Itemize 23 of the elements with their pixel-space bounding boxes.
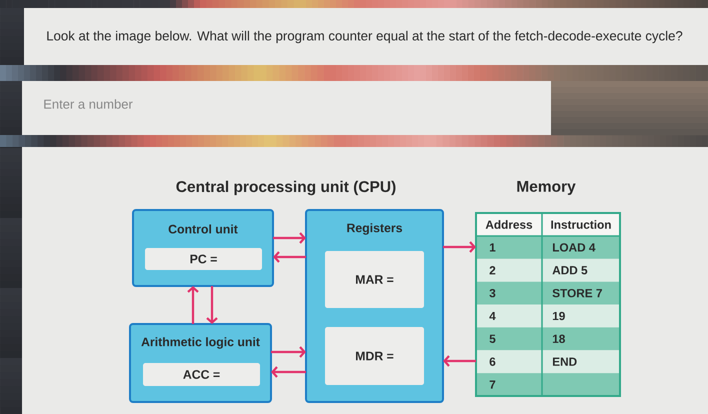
table-row: 1 LOAD 4: [476, 236, 620, 259]
table-row: 4 19: [476, 304, 620, 328]
value-box: MDR =: [325, 327, 424, 385]
table-row: 7: [476, 373, 620, 396]
section-heading: Central processing unit (CPU): [176, 180, 396, 196]
value-box: MAR =: [325, 251, 424, 308]
arrow: [206, 286, 218, 324]
table-row: 6 END: [476, 350, 620, 374]
arrow: [273, 251, 306, 263]
arrow: [271, 366, 306, 378]
arrow: [443, 241, 476, 253]
arrow: [187, 286, 199, 324]
input-field: Enter a number: [22, 81, 551, 135]
value-box: ACC =: [143, 363, 260, 386]
table-row: 2 ADD 5: [476, 258, 620, 282]
arrow: [271, 346, 306, 358]
table-heading: Memory: [517, 181, 576, 195]
table-row: 3 STORE 7: [476, 282, 620, 305]
value-box: PC =: [145, 248, 262, 270]
table-row: 5 18: [476, 327, 620, 350]
arrow: [273, 232, 306, 244]
question-card: Look at the image below. What will the program counter equal at the start of the fetch-decode-execute cycle?: [24, 8, 708, 65]
arrow: [443, 355, 476, 367]
